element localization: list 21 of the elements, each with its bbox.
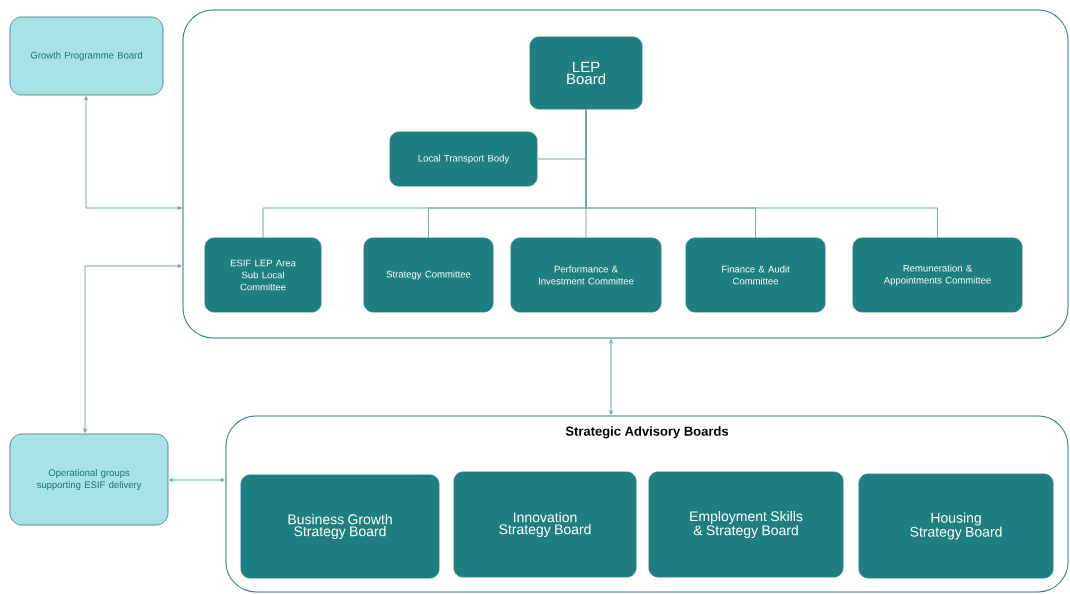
arrow bbox=[84, 96, 182, 210]
committee-box: Local Transport Body bbox=[389, 131, 538, 187]
panel-frame bbox=[182, 9, 1069, 339]
committee-box: Finance & Audit Committee bbox=[685, 237, 826, 313]
group-box: Operational groups supporting ESIF delivery bbox=[9, 433, 169, 526]
committee-box: Innovation Strategy Board bbox=[453, 471, 637, 578]
committee-box: LEP Board bbox=[529, 36, 643, 110]
committee-box: Strategy Committee bbox=[363, 237, 494, 313]
panel-title: Strategic Advisory Boards bbox=[565, 426, 729, 439]
committee-box: Housing Strategy Board bbox=[858, 473, 1054, 579]
arrow bbox=[169, 478, 225, 482]
committee-box: Business Growth Strategy Board bbox=[240, 474, 440, 579]
committee-box: ESIF LEP Area Sub Local Committee bbox=[204, 237, 322, 313]
panel-frame bbox=[225, 415, 1069, 593]
arrow bbox=[609, 339, 613, 415]
group-box: Growth Programme Board bbox=[9, 16, 164, 96]
committee-box: Employment Skills & Strategy Board bbox=[648, 471, 844, 578]
connector-line bbox=[585, 108, 938, 239]
arrow bbox=[83, 264, 182, 433]
committee-box: Performance & Investment Committee bbox=[510, 237, 662, 313]
committee-box: Remuneration & Appointments Committee bbox=[852, 237, 1023, 313]
